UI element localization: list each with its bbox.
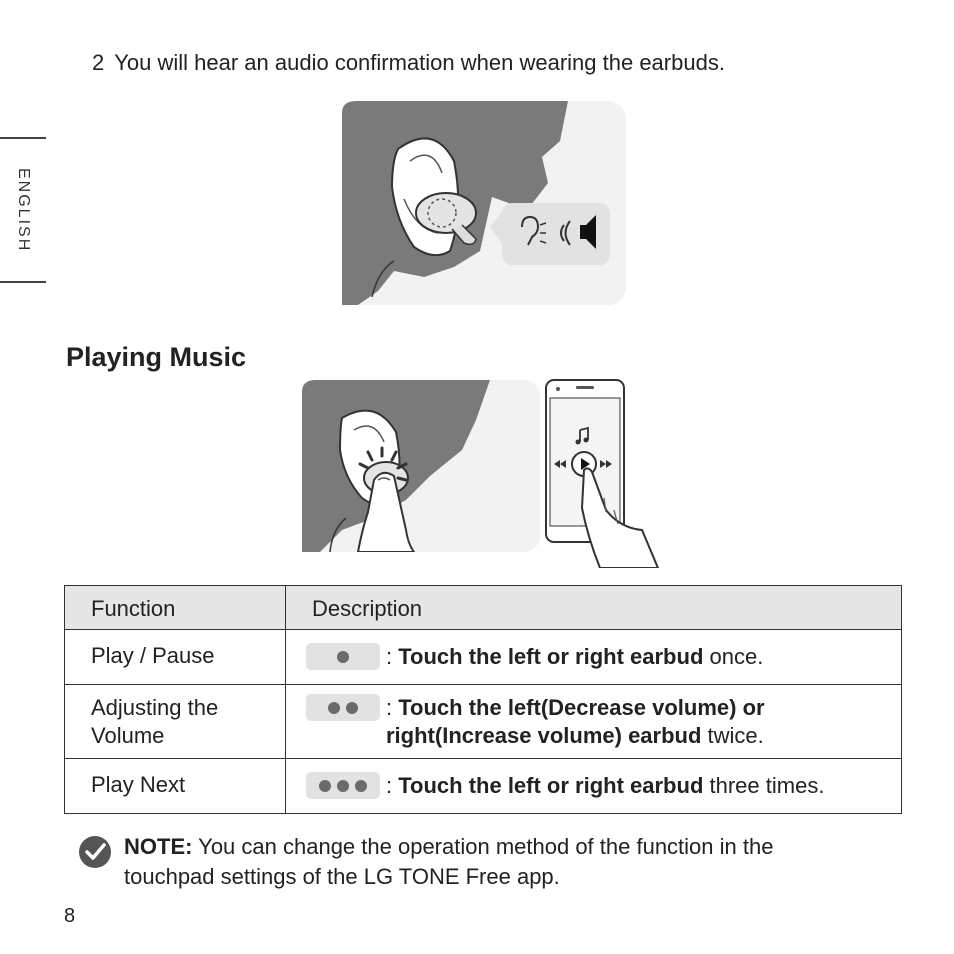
step-text: You will hear an audio confirmation when…	[114, 50, 725, 75]
table-header-row: Function Description	[64, 585, 902, 630]
phone-play-illustration	[545, 379, 660, 568]
row-count: three times.	[703, 773, 825, 798]
row-count: once.	[703, 644, 764, 669]
earbud-audio-illustration	[342, 101, 626, 305]
side-tab-rule-top	[0, 137, 46, 139]
triple-tap-icon	[306, 772, 380, 799]
separator: :	[386, 773, 399, 798]
step-number: 2	[92, 50, 105, 75]
tap-earbud-illustration	[302, 380, 540, 552]
header-function: Function	[64, 585, 286, 630]
side-tab-rule-bottom	[0, 281, 46, 283]
row-function: Adjusting the Volume	[64, 684, 286, 759]
row-description: : Touch the left or right earbud once.	[285, 629, 902, 685]
note-label: NOTE:	[124, 834, 193, 859]
row-action: Touch the left or right earbud	[398, 773, 704, 798]
checkmark-icon	[79, 836, 111, 868]
language-tab: ENGLISH	[15, 167, 32, 253]
section-title: Playing Music	[66, 342, 247, 372]
row-description: : Touch the left or right earbud three t…	[285, 758, 902, 814]
row-action: Touch the left(Decrease volume) or right…	[386, 695, 765, 748]
note: NOTE: You can change the operation metho…	[78, 832, 858, 892]
row-count: twice.	[701, 723, 764, 748]
row-function: Play / Pause	[64, 629, 286, 685]
separator: :	[386, 695, 399, 720]
row-action: Touch the left or right earbud	[398, 644, 704, 669]
step-2: 2 You will hear an audio confirmation whe…	[92, 50, 725, 76]
note-text: You can change the operation method of t…	[124, 834, 774, 889]
function-table: Function Description Play / Pause : Touc…	[64, 585, 902, 814]
table-row: Adjusting the Volume : Touch the left(De…	[64, 684, 902, 759]
row-description: : Touch the left(Decrease volume) or rig…	[285, 684, 902, 759]
row-function: Play Next	[64, 758, 286, 814]
header-description: Description	[285, 585, 902, 630]
page-number: 8	[64, 905, 76, 927]
table-row: Play / Pause : Touch the left or right e…	[64, 629, 902, 685]
single-tap-icon	[306, 643, 380, 670]
table-row: Play Next : Touch the left or right earb…	[64, 758, 902, 814]
separator: :	[386, 644, 399, 669]
double-tap-icon	[306, 694, 380, 721]
